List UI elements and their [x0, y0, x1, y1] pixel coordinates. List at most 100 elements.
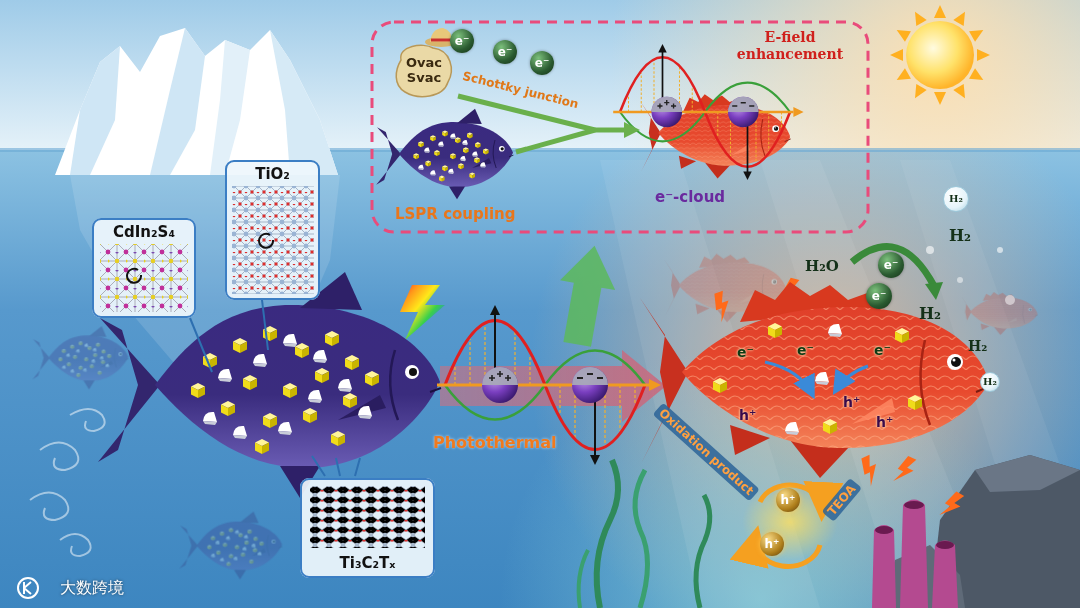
box-label: TiO₂	[255, 165, 290, 183]
sun	[953, 9, 970, 26]
mechanism-panel	[624, 122, 640, 138]
inset-boxes	[232, 186, 314, 294]
sun	[953, 84, 970, 101]
sun	[894, 25, 911, 42]
seabed	[696, 495, 710, 608]
hole-ball: h⁺	[776, 488, 800, 512]
node-text: e⁻	[884, 259, 898, 271]
iceberg	[210, 40, 250, 175]
crystal-inset-box: Ti₃C₂Tₓ	[300, 478, 435, 578]
hole-ball: h⁺	[760, 532, 784, 556]
box-label: CdIn₂S₄	[113, 223, 175, 241]
vacancy-blob: Ovac Svac	[393, 40, 455, 100]
watermark-logo	[18, 578, 38, 598]
charge-symbol: h⁺	[843, 394, 860, 411]
hydrogen-arrow	[997, 247, 1003, 253]
hydrogen-arrow	[926, 246, 934, 254]
node-text: H₂	[949, 194, 963, 204]
hydrogen-arrow	[852, 247, 934, 286]
red-fish	[836, 366, 868, 390]
red-fish	[768, 323, 782, 338]
iceberg	[70, 46, 120, 175]
chemical-formula: H₂	[919, 304, 941, 323]
faint-fish	[179, 512, 282, 580]
sun	[977, 49, 990, 61]
electron-ball: e⁻	[450, 29, 474, 53]
mechanism-panel	[372, 22, 868, 232]
sun	[890, 5, 990, 105]
red-fish	[895, 328, 909, 343]
hydrogen-bubble: H₂	[943, 186, 969, 212]
sun	[906, 21, 974, 89]
inset-boxes	[312, 456, 360, 476]
inset-boxes	[92, 160, 435, 578]
mechanism-panel	[595, 128, 626, 133]
inset-boxes	[259, 234, 273, 248]
sun	[910, 84, 927, 101]
background	[0, 150, 1080, 608]
inset-boxes	[92, 218, 196, 318]
chemical-formula: H₂O	[805, 257, 839, 275]
seabed	[932, 541, 958, 608]
mechanism-panel	[372, 22, 868, 232]
swirl-lines	[60, 534, 91, 556]
charge-symbol: e⁻	[797, 342, 814, 359]
seabed	[872, 500, 958, 608]
seabed	[904, 501, 924, 509]
swirl-lines	[30, 409, 105, 556]
annotation: Photothermal	[433, 433, 556, 452]
seabed	[936, 541, 954, 549]
oxidation-swirl	[760, 485, 822, 512]
inset-boxes	[127, 269, 141, 283]
inset-boxes	[100, 244, 188, 312]
background	[0, 150, 1080, 608]
seabed	[872, 525, 896, 608]
electron-ball: e⁻	[866, 283, 892, 309]
red-fish	[828, 324, 842, 337]
mechanism-panel	[431, 39, 451, 42]
inset-boxes	[310, 486, 425, 548]
charge-symbol: h⁺	[876, 414, 893, 431]
seabed	[579, 455, 1080, 608]
red-fish	[765, 362, 812, 394]
mechanism-panel	[516, 130, 595, 152]
faint-fish	[961, 292, 1038, 335]
node-text: h⁺	[781, 494, 796, 506]
lightning	[892, 454, 918, 487]
seabed	[597, 460, 618, 608]
red-fish	[785, 422, 799, 435]
inset-boxes	[190, 318, 212, 372]
seabed	[875, 501, 954, 549]
swirl-lines	[70, 409, 105, 431]
hydrogen-arrow	[1005, 295, 1015, 305]
node-text: e⁻	[872, 290, 886, 302]
inset-boxes	[262, 300, 268, 350]
oxidation-swirl	[742, 484, 838, 566]
mechanism-panel	[613, 44, 803, 180]
vacancy-blob-shape	[396, 45, 451, 96]
iceberg	[270, 30, 338, 175]
sun	[969, 25, 986, 42]
watermark: 大数跨境	[60, 578, 124, 597]
mechanism-panel	[376, 109, 513, 199]
lightning	[938, 489, 965, 522]
lightning	[711, 290, 735, 322]
faint-fish	[32, 326, 128, 389]
lightning	[400, 285, 445, 340]
sun	[969, 68, 986, 85]
background	[0, 150, 1080, 608]
seabed	[635, 470, 647, 608]
sun	[910, 9, 927, 26]
annotation: E-field enhancement	[731, 29, 849, 63]
red-fish	[908, 395, 922, 410]
charge-symbol: e⁻	[874, 342, 891, 359]
node-text: Ovac Svac	[402, 55, 446, 85]
chemical-formula: H₂	[968, 338, 987, 355]
hydrogen-arrow	[925, 282, 943, 300]
inset-boxes	[300, 478, 435, 578]
watermark-logo	[18, 578, 38, 598]
sun	[934, 92, 946, 105]
charge-symbol: e⁻	[737, 344, 754, 361]
